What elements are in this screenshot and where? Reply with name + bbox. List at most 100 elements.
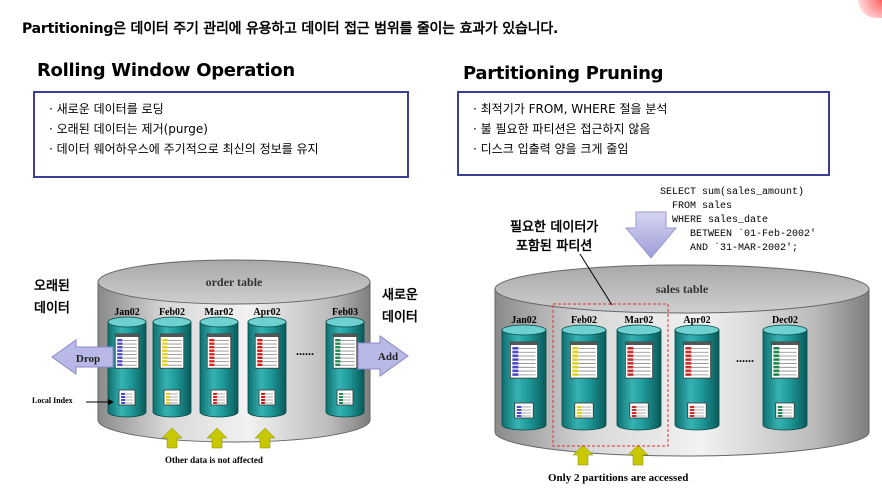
partition-label: Apr02 [683, 315, 710, 326]
drop-arrow: Drop [51, 339, 114, 375]
partition: Jan02 [501, 315, 547, 431]
partition: Apr02 [247, 307, 287, 418]
other-data-note: Other data is not affected [165, 455, 263, 465]
new-data-label: 새로운 데이터 [382, 285, 418, 329]
left-up-arrows [161, 427, 276, 449]
local-index-icon [629, 402, 649, 419]
sql-line: FROM sales [660, 201, 733, 212]
needed-partition-pointer [579, 253, 613, 306]
local-index-icon [118, 389, 136, 406]
partition: Apr02 [674, 315, 720, 431]
sql-line: WHERE sales_date [660, 215, 769, 226]
partition-label: Feb02 [571, 315, 597, 326]
partition-top [107, 316, 147, 328]
needed-partition-line: 필요한 데이터가 [510, 220, 599, 235]
partition-pruning-bullet-box: 최적기가 FROM, WHERE 절을 분석 불 필요한 파티션은 접근하지 않… [457, 91, 830, 176]
needed-partition-line: 포함된 파티션 [515, 239, 593, 254]
partition-label: Jan02 [114, 307, 140, 318]
data-table-icon [569, 341, 599, 379]
bullet-item: 불 필요한 파티션은 접근하지 않음 [473, 119, 828, 139]
local-index-icon [336, 389, 354, 406]
only-two-partitions-note: Only 2 partitions are accessed [548, 472, 689, 484]
up-arrow-icon [206, 427, 228, 449]
partition: Feb03 [325, 307, 365, 418]
corner-decoration [858, 0, 882, 18]
sql-line: BETWEEN `01-Feb-2002' [660, 229, 817, 240]
bullet-item: 새로운 데이터를 로딩 [49, 99, 407, 119]
data-table-icon [159, 333, 185, 369]
partition-top [152, 316, 192, 328]
bullet-item: 최적기가 FROM, WHERE 절을 분석 [473, 99, 828, 119]
up-arrow-icon [161, 427, 183, 449]
partition-label: Jan02 [511, 315, 537, 326]
sql-line: AND `31-MAR-2002'; [660, 243, 799, 254]
old-data-line: 오래된 [34, 279, 70, 294]
sql-line: SELECT sum(sales_amount) [660, 187, 805, 198]
local-index-icon [514, 402, 534, 419]
data-table-icon [332, 333, 358, 369]
old-data-line: 데이터 [34, 301, 70, 316]
needed-partition-label: 필요한 데이터가 포함된 파티션 [510, 218, 598, 256]
partition-top [616, 324, 662, 336]
partition-top [762, 324, 808, 336]
right-up-arrows [572, 444, 649, 466]
partition-label: Feb02 [159, 307, 185, 318]
partition: Feb02 [152, 307, 192, 418]
bullet-item: 오래된 데이터는 제거(purge) [49, 119, 407, 139]
partition-top [247, 316, 287, 328]
local-index-icon [775, 402, 795, 419]
partition-top [561, 324, 607, 336]
partition-top [199, 316, 239, 328]
data-table-icon [624, 341, 654, 379]
left-ellipsis: ...... [296, 344, 314, 358]
partition-label: Feb03 [332, 307, 358, 318]
left-partitions: Jan02 Feb02 Mar02 Apr02 Feb03 [107, 307, 365, 418]
partition: Feb02 [561, 315, 607, 431]
data-table-icon [770, 341, 800, 379]
local-index-icon [210, 389, 228, 406]
partition: Dec02 [762, 315, 808, 431]
add-arrow: Add [357, 335, 409, 377]
partition-top [674, 324, 720, 336]
accessed-partitions-highlight [552, 303, 669, 447]
bullet-item: 디스크 입출력 양을 크게 줄임 [473, 139, 828, 159]
data-table-icon [509, 341, 539, 379]
data-table-icon [254, 333, 280, 369]
new-data-line: 새로운 [382, 288, 418, 303]
right-ellipsis: ...... [736, 351, 754, 365]
partition: Jan02 [107, 307, 147, 418]
page-headline: Partitioning은 데이터 주기 관리에 유용하고 데이터 접근 범위를… [22, 21, 559, 37]
query-down-arrow [624, 211, 678, 259]
up-arrow-icon [572, 444, 594, 466]
sql-query: SELECT sum(sales_amount) FROM sales WHER… [660, 186, 816, 256]
add-label: Add [378, 351, 398, 363]
partition: Mar02 [616, 315, 662, 431]
local-index-pointer [86, 399, 114, 405]
data-table-icon [682, 341, 712, 379]
partition-top [325, 316, 365, 328]
local-index-icon [258, 389, 276, 406]
sales-table-label: sales table [656, 282, 709, 296]
rolling-window-title: Rolling Window Operation [37, 60, 295, 81]
partition-label: Apr02 [253, 307, 280, 318]
local-index-icon [163, 389, 181, 406]
right-partitions: Jan02 Feb02 Mar02 Apr02 Dec02 [501, 315, 808, 431]
drop-label: Drop [76, 353, 100, 365]
new-data-line: 데이터 [382, 310, 418, 325]
partition-top [501, 324, 547, 336]
rolling-window-bullet-box: 새로운 데이터를 로딩 오래된 데이터는 제거(purge) 데이터 웨어하우스… [33, 91, 409, 178]
bullet-item: 데이터 웨어하우스에 주기적으로 최신의 정보를 유지 [49, 139, 407, 159]
partition-label: Mar02 [625, 315, 654, 326]
partition: Mar02 [199, 307, 239, 418]
up-arrow-icon [254, 427, 276, 449]
partition-label: Mar02 [205, 307, 234, 318]
up-arrow-icon [627, 444, 649, 466]
local-index-icon [687, 402, 707, 419]
partition-label: Dec02 [772, 315, 798, 326]
partition-pruning-title: Partitioning Pruning [463, 63, 664, 84]
data-table-icon [114, 333, 140, 369]
local-index-icon [574, 402, 594, 419]
local-index-label: Local Index [32, 396, 73, 405]
order-table-label: order table [206, 275, 263, 289]
